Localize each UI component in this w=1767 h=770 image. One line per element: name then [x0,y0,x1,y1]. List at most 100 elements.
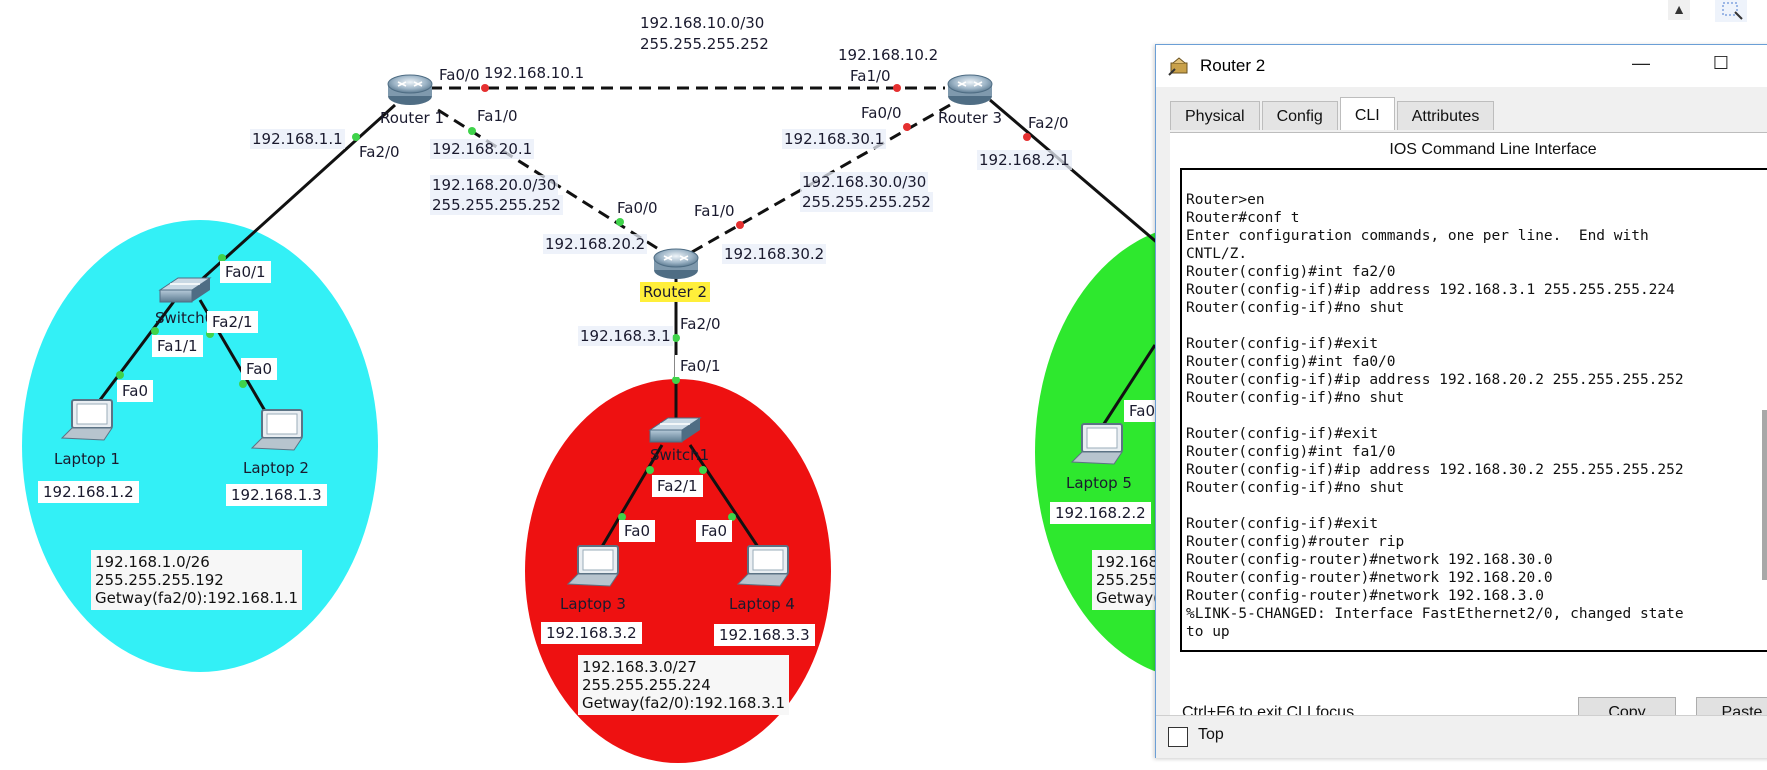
r2-fa20-label: Fa2/0 [680,315,721,333]
r1-fa00-ip: 192.168.10.1 [484,64,585,82]
lan3-network: 192.168 [1096,553,1159,571]
switch-1-label: Switch1 [650,446,710,464]
link-r3-r2-network: 192.168.30.0/30 [800,172,929,192]
r2-fa20-ip: 192.168.3.1 [578,326,673,346]
r2-fa10-label: Fa1/0 [694,202,735,220]
port-dot [116,371,124,379]
router-app-icon [1168,57,1188,76]
laptop-4-label: Laptop 4 [729,595,795,613]
laptop4-fa0-label: Fa0 [696,520,732,542]
sw0-fa21-label: Fa2/1 [207,311,258,333]
laptop-1-icon[interactable] [60,399,113,441]
r3-fa20-label: Fa2/0 [1028,114,1069,132]
link-r3-lan3[interactable] [989,98,1161,247]
window-title: Router 2 [1200,56,1266,75]
minimize-button[interactable]: — [1632,53,1650,73]
port-dot [468,127,476,135]
link-r1-r3-network: 192.168.10.0/30 [640,14,765,32]
window-bottom-bar: Top [1156,715,1767,758]
laptop-1-label: Laptop 1 [54,450,120,468]
port-dot [151,327,159,335]
tab-cli[interactable]: CLI [1339,97,1395,130]
link-sw1-laptop4[interactable] [688,444,762,551]
r1-fa20-ip: 192.168.1.1 [250,129,345,149]
router-3-label: Router 3 [938,109,1003,127]
tab-attributes[interactable]: Attributes [1396,101,1495,130]
port-dot [646,466,654,474]
router-2-label: Router 2 [640,282,711,302]
scroll-up-button[interactable]: ▲ [1668,0,1690,20]
r1-fa10-ip: 192.168.20.1 [430,139,535,159]
top-checkbox-label: Top [1198,726,1224,743]
link-r3-r2-mask: 255.255.255.252 [800,192,933,212]
r3-fa20-ip: 192.168.2.1 [977,150,1072,170]
sw0-fa11-label: Fa1/1 [152,335,203,357]
laptop3-fa0-label: Fa0 [619,520,655,542]
port-dot [728,513,736,521]
port-dot [616,218,624,226]
laptop-1-ip: 192.168.1.2 [38,481,139,503]
router-2-icon[interactable] [653,248,699,279]
router-2-window[interactable]: Router 2 — ☐ Physical Config CLI Attribu… [1155,44,1767,758]
port-dot [218,254,226,262]
r1-fa20-label: Fa2/0 [359,143,400,161]
laptop-2-icon[interactable] [250,409,303,451]
select-tool-icon[interactable] [1715,0,1747,22]
r2-fa10-ip: 192.168.30.2 [722,244,827,264]
ios-cli-title: IOS Command Line Interface [1389,141,1597,158]
port-dot [352,133,360,141]
maximize-button[interactable]: ☐ [1712,53,1730,73]
vertical-scrollbar[interactable] [1762,410,1767,580]
router-1-icon[interactable] [387,74,433,105]
port-dot [672,376,680,384]
link-sw0-laptop1[interactable] [98,299,177,401]
sw0-fa01-label: Fa0/1 [220,261,271,283]
laptop-5-label: Laptop 5 [1066,474,1132,492]
switch-0-icon[interactable] [158,277,212,303]
tab-physical[interactable]: Physical [1170,101,1260,130]
lan2-gateway: Getway(fa2/0):192.168.3.1 [582,694,786,712]
laptop-5-ip: 192.168.2.2 [1050,502,1151,524]
lan3-gateway: Getway( [1096,589,1159,607]
r3-fa10-label: Fa1/0 [850,67,891,85]
laptop2-fa0-label: Fa0 [241,358,277,380]
port-dot [903,123,911,131]
laptop-3-ip: 192.168.3.2 [541,622,642,644]
port-dot [481,84,489,92]
window-titlebar[interactable]: Router 2 — ☐ [1156,45,1767,87]
link-r1-r2-network: 192.168.20.0/30 [430,175,559,195]
laptop5-fa0-label: Fa0 [1124,400,1160,422]
lan2-info-note: 192.168.3.0/27 255.255.255.224 Getway(fa… [578,655,790,715]
tab-config[interactable]: Config [1261,101,1338,130]
r3-fa00-label: Fa0/0 [861,104,902,122]
lan1-network: 192.168.1.0/26 [95,553,210,571]
link-lan3-laptop5[interactable] [1098,344,1157,431]
link-sw1-laptop3[interactable] [598,444,664,551]
r1-fa00-label: Fa0/0 [439,66,480,84]
top-checkbox[interactable] [1168,727,1188,747]
router-1-label: Router 1 [380,109,445,127]
lan2-mask: 255.255.255.224 [582,676,711,694]
laptop-5-icon[interactable] [1070,423,1123,465]
lan1-mask: 255.255.255.192 [95,571,224,589]
laptop-4-icon[interactable] [736,545,789,587]
sw1-fa21-label: Fa2/1 [652,475,703,497]
cli-terminal[interactable]: Router>en Router#conf t Enter configurat… [1180,168,1767,652]
switch-1-icon[interactable] [648,417,702,443]
lan1-gateway: Getway(fa2/0):192.168.1.1 [95,589,299,607]
laptop1-fa0-label: Fa0 [117,380,153,402]
cli-output[interactable]: Router>en Router#conf t Enter configurat… [1186,192,1684,640]
lan3-mask: 255.255 [1096,571,1159,589]
port-dot [618,513,626,521]
laptop-3-icon[interactable] [566,545,619,587]
port-dot [699,466,707,474]
laptop-2-ip: 192.168.1.3 [226,484,327,506]
r3-fa10-ip: 192.168.10.2 [838,46,939,64]
port-dot [239,380,247,388]
port-dot [736,221,744,229]
port-dots [116,84,1031,521]
laptop-4-ip: 192.168.3.3 [714,624,815,646]
r2-fa00-ip: 192.168.20.2 [543,234,648,254]
lan1-info-note: 192.168.1.0/26 255.255.255.192 Getway(fa… [91,550,303,610]
router-3-icon[interactable] [947,74,993,105]
